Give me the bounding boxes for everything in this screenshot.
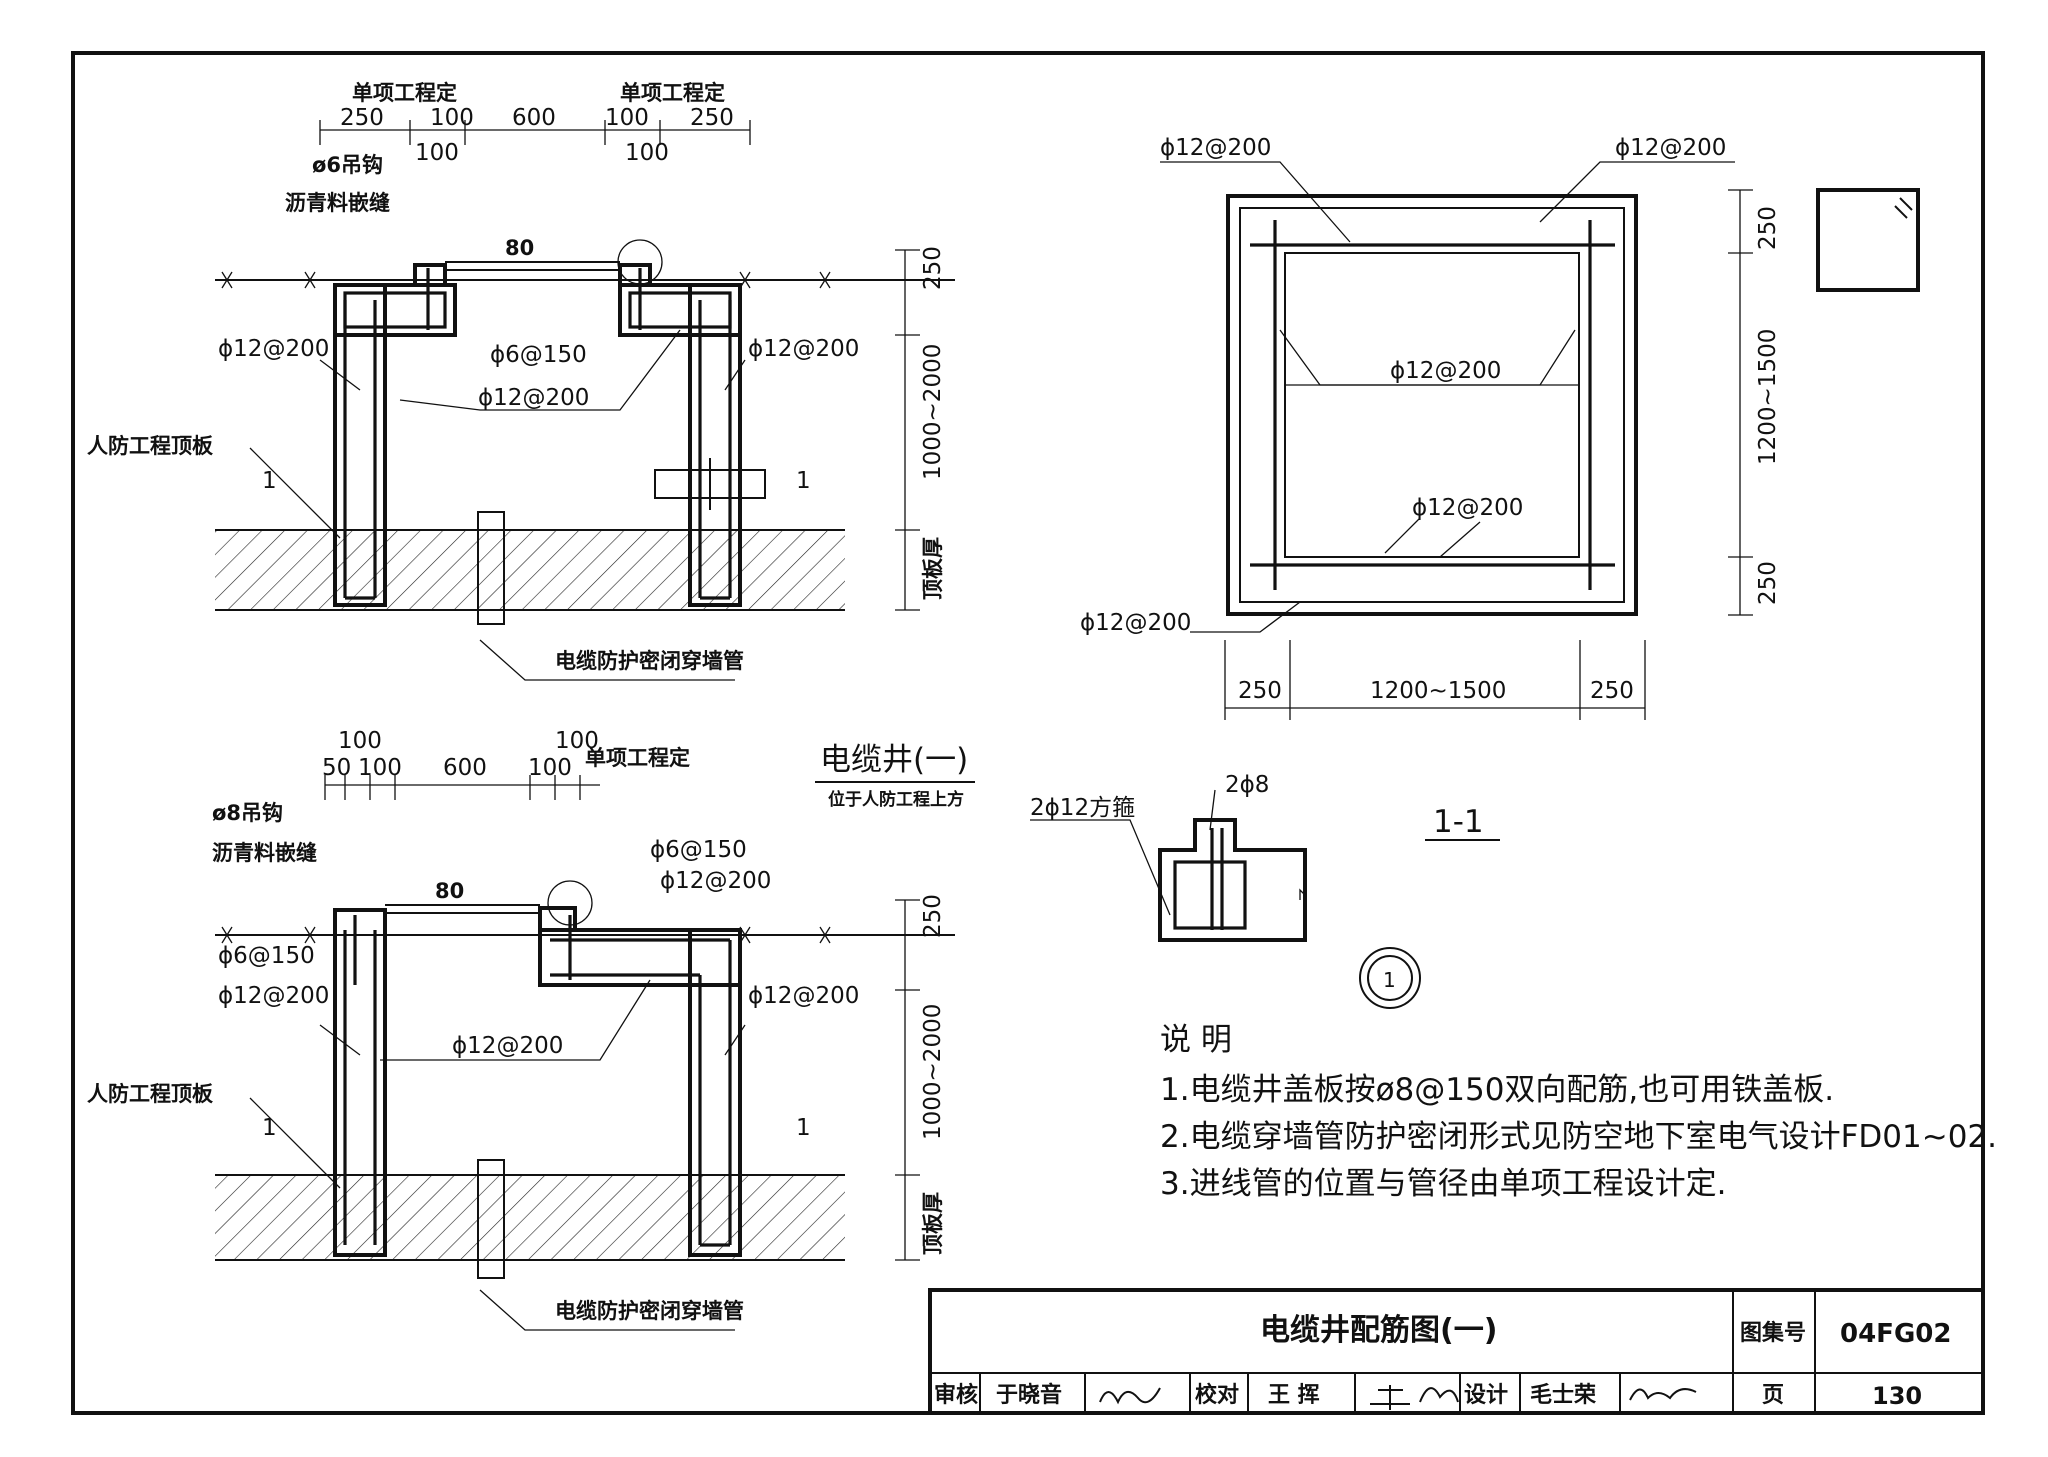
plan-rebar-mid: ϕ12@200 [1390, 358, 1501, 384]
title-block-title: 电缆井配筋图(一) [1260, 1313, 1497, 1348]
upper-asphalt-label: 沥青料嵌缝 [285, 191, 390, 215]
notes-item-2: 2.电缆穿墙管防护密闭形式见防空地下室电气设计FD01~02. [1160, 1119, 1997, 1155]
lower-pipe-label: 电缆防护密闭穿墙管 [555, 1299, 744, 1323]
upper-vdim-height: 1000~2000 [920, 344, 946, 480]
upper-dim-4: 250 [690, 105, 734, 131]
lower-dim-row2-3: 100 [528, 755, 572, 781]
upper-hook-label: ø6吊钩 [312, 153, 383, 177]
check-label: 校对 [1195, 1382, 1239, 1408]
lower-rebar-slab: ϕ12@200 [660, 868, 771, 894]
plan-rebar-lower: ϕ12@200 [1412, 495, 1523, 521]
notes-item-3: 3.进线管的位置与管径由单项工程设计定. [1160, 1166, 1726, 1202]
upper-cable-pipe [477, 511, 505, 625]
cover-plate-square [1816, 188, 1920, 292]
lower-project-label-right: 单项工程定 [585, 746, 690, 770]
upper-dim-3: 100 [605, 105, 649, 131]
upper-rebar-bottom: ϕ12@200 [478, 385, 589, 411]
plan-rebar-bottom-left: ϕ12@200 [1080, 610, 1191, 636]
lower-section-mark-right: 1 [796, 1115, 811, 1141]
upper-dim-0: 250 [340, 105, 384, 131]
upper-section-mark-right: 1 [796, 468, 811, 494]
lower-rebar-left: ϕ12@200 [218, 983, 329, 1009]
notes-heading: 说 明 [1160, 1022, 1232, 1058]
upper-rebar-right: ϕ12@200 [748, 336, 859, 362]
lower-roof-label: 人防工程顶板 [87, 1082, 214, 1106]
upper-project-label-right: 单项工程定 [620, 81, 725, 105]
detail-1-1 [1030, 789, 1500, 1009]
plan-dim-bottom-left: 250 [1238, 678, 1282, 704]
upper-vdim-250: 250 [920, 246, 946, 290]
lower-roof-slab-hatch [215, 1175, 845, 1260]
atlas-label: 图集号 [1740, 1320, 1806, 1346]
lower-rebar-top-left: ϕ6@150 [218, 943, 315, 969]
plan-dim-bottom-right: 250 [1590, 678, 1634, 704]
lower-cable-pipe [477, 1159, 505, 1279]
lower-cover-dim: 80 [435, 879, 464, 903]
upper-pipe-label: 电缆防护密闭穿墙管 [555, 649, 744, 673]
designer-name: 毛士荣 [1530, 1382, 1596, 1408]
upper-dim-inner-right: 100 [625, 140, 669, 166]
upper-section [215, 120, 955, 681]
drawing-subtitle: 位于人防工程上方 [828, 789, 964, 810]
plan-dim-right-mid: 1200~1500 [1755, 329, 1781, 465]
lower-section-mark-left: 1 [262, 1115, 277, 1141]
designer-signature [1629, 1388, 1697, 1401]
upper-roof-label: 人防工程顶板 [87, 434, 214, 458]
lower-vdim-250: 250 [920, 894, 946, 938]
upper-project-label-left: 单项工程定 [352, 81, 457, 105]
detail-section-title: 1-1 [1433, 804, 1484, 840]
upper-dim-2: 600 [512, 105, 556, 131]
plan-dim-right-top: 250 [1755, 206, 1781, 250]
plan-view [1160, 161, 1920, 720]
lower-vdim-slab: 顶板厚 [921, 1192, 945, 1255]
drawing-title: 电缆井(一) [820, 742, 968, 778]
page-number: 130 [1872, 1382, 1922, 1410]
detail-stirrup-label: 2ϕ12方箍 [1030, 795, 1135, 821]
page-label: 页 [1762, 1383, 1784, 1408]
design-label: 设计 [1464, 1383, 1508, 1408]
lower-right-wall [688, 928, 742, 1257]
upper-section-mark-left: 1 [262, 468, 277, 494]
title-block [928, 1288, 1985, 1415]
detail-mark-circle [1359, 947, 1421, 1009]
lower-dim-row1-1: 100 [555, 728, 599, 754]
lower-vdim-height: 1000~2000 [920, 1004, 946, 1140]
lower-dim-row2-0: 50 [322, 755, 351, 781]
upper-roof-slab-hatch [215, 530, 845, 610]
plan-dim-right-bottom: 250 [1755, 561, 1781, 605]
lower-hook-label: ø8吊钩 [212, 801, 283, 825]
reviewer-name: 于晓音 [996, 1382, 1062, 1408]
lower-dim-row2-2: 600 [443, 755, 487, 781]
lower-rebar-bottom: ϕ12@200 [452, 1033, 563, 1059]
upper-vdim-slab: 顶板厚 [921, 537, 945, 600]
checker-signature [1370, 1385, 1459, 1410]
lower-rebar-top-right: ϕ6@150 [650, 837, 747, 863]
notes-item-1: 1.电缆井盖板按ø8@150双向配筋,也可用铁盖板. [1160, 1072, 1834, 1108]
plan-rebar-top-right: ϕ12@200 [1615, 135, 1726, 161]
plan-dim-bottom-mid: 1200~1500 [1370, 678, 1506, 704]
reviewer-signature [1099, 1387, 1161, 1405]
review-label: 审核 [934, 1382, 978, 1408]
lower-dim-row2-1: 100 [358, 755, 402, 781]
upper-dim-inner-left: 100 [415, 140, 459, 166]
checker-name: 王 挥 [1268, 1382, 1320, 1408]
upper-cover-dim: 80 [505, 236, 534, 260]
lower-section [215, 775, 955, 1331]
lower-rebar-right: ϕ12@200 [748, 983, 859, 1009]
detail-mark-number: 1 [1383, 968, 1396, 992]
lower-dim-row1-0: 100 [338, 728, 382, 754]
plan-rebar-top-left: ϕ12@200 [1160, 135, 1271, 161]
upper-dim-1: 100 [430, 105, 474, 131]
detail-bar-label: 2ϕ8 [1225, 772, 1269, 798]
atlas-number: 04FG02 [1840, 1319, 1951, 1349]
upper-rebar-top: ϕ6@150 [490, 342, 587, 368]
upper-rebar-left: ϕ12@200 [218, 336, 329, 362]
lower-asphalt-label: 沥青料嵌缝 [212, 841, 317, 865]
